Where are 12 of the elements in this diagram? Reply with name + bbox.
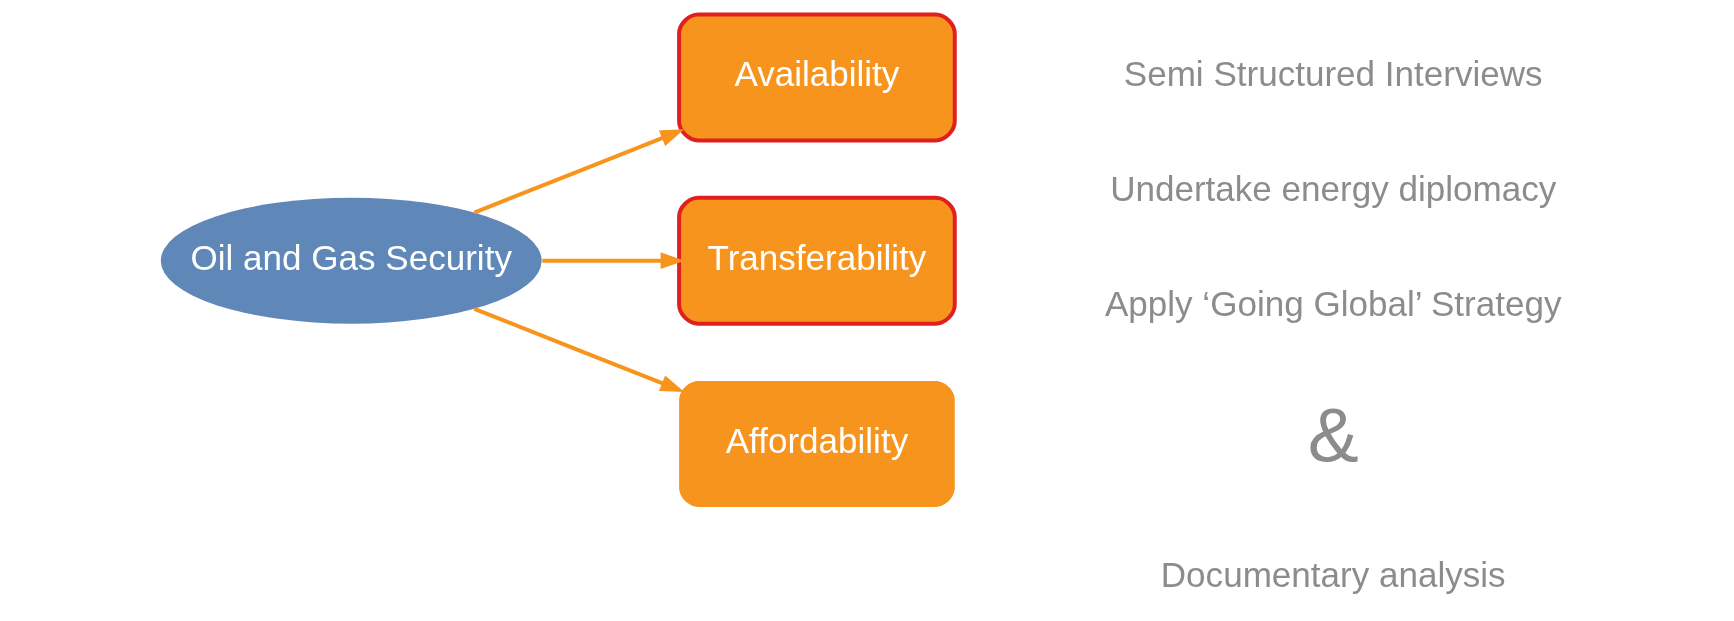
arrow xyxy=(541,252,685,270)
node-ellipse: Oil and Gas Security xyxy=(160,197,542,324)
node-box: Affordability xyxy=(678,381,955,507)
label: Undertake energy diplomacy xyxy=(1109,169,1556,209)
label: Apply ‘Going Global’ Strategy xyxy=(1104,283,1561,323)
label: Documentary analysis xyxy=(1160,554,1506,594)
label: Semi Structured Interviews xyxy=(1123,54,1543,94)
label: & xyxy=(1307,392,1359,478)
arrow xyxy=(473,129,684,215)
node-box: Transferability xyxy=(676,195,957,326)
arrow xyxy=(473,307,684,393)
node-box: Availability xyxy=(676,12,957,143)
